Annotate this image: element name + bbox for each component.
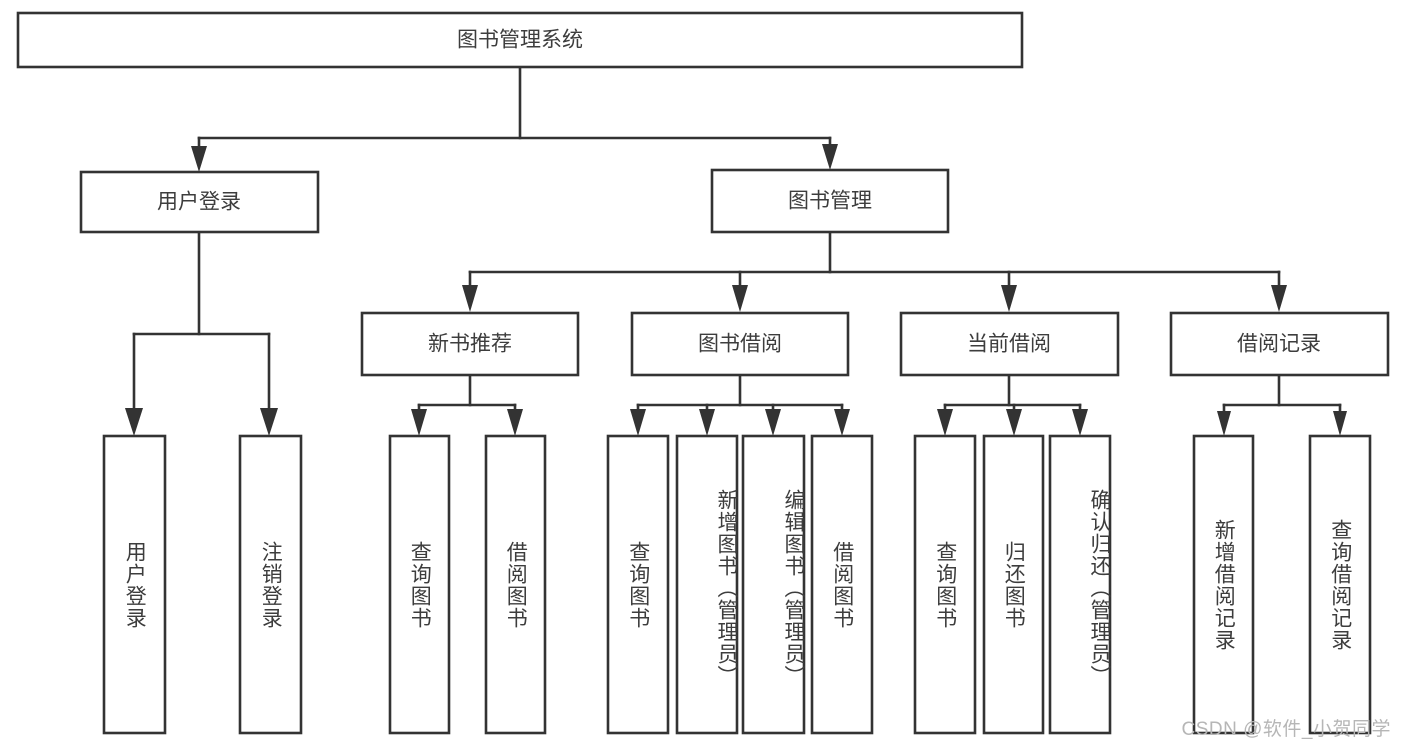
node-user-login[interactable]: 用户登录 bbox=[79, 170, 320, 234]
arrow-head-leaf-query-record bbox=[1333, 411, 1347, 436]
node-leaf-confirm-return-box[interactable] bbox=[1048, 434, 1112, 735]
arrow-head-leaf-logout-login bbox=[260, 408, 278, 436]
arrow-head-leaf-query-book-2 bbox=[630, 409, 646, 436]
arrow-head-leaf-return-book bbox=[1006, 409, 1022, 436]
node-root-label: 图书管理系统 bbox=[457, 29, 583, 52]
node-new-book-recommend-label: 新书推荐 bbox=[428, 333, 512, 356]
node-current-borrow-box[interactable] bbox=[899, 311, 1120, 377]
connector-group-current-borrow bbox=[937, 373, 1088, 436]
node-book-borrow[interactable]: 图书借阅 bbox=[630, 311, 850, 377]
arrow-head-leaf-borrow-book-1 bbox=[507, 409, 523, 436]
node-borrow-record-box[interactable] bbox=[1169, 311, 1390, 377]
node-root-system[interactable]: 图书管理系统 bbox=[16, 11, 1024, 69]
node-book-borrow-box[interactable] bbox=[630, 311, 850, 377]
node-leaf-add-record-box[interactable] bbox=[1192, 434, 1255, 735]
node-leaf-query-book-1-box[interactable] bbox=[388, 434, 451, 735]
connector-group-new-book-recommend bbox=[411, 373, 523, 436]
connector-group-book-borrow bbox=[630, 373, 850, 436]
arrow-head-leaf-confirm-return bbox=[1072, 409, 1088, 436]
arrow-head-new-book-recommend bbox=[462, 285, 478, 312]
node-leaf-query-book-2-box[interactable] bbox=[606, 434, 670, 735]
node-borrow-record[interactable]: 借阅记录 bbox=[1169, 311, 1390, 377]
node-leaf-logout-login-box[interactable] bbox=[238, 434, 303, 735]
arrow-head-current-borrow bbox=[1001, 285, 1017, 312]
node-new-book-recommend[interactable]: 新书推荐 bbox=[360, 311, 580, 377]
arrow-head-user-login bbox=[191, 146, 207, 172]
connector-group-root bbox=[191, 65, 838, 172]
arrow-head-leaf-add-book bbox=[699, 409, 715, 436]
node-book-management-label: 图书管理 bbox=[788, 190, 872, 213]
arrow-head-leaf-add-record bbox=[1217, 411, 1231, 436]
node-current-borrow[interactable]: 当前借阅 bbox=[899, 311, 1120, 377]
node-leaf-borrow-book-1-box[interactable] bbox=[484, 434, 547, 735]
connector-group-borrow-record bbox=[1217, 373, 1347, 436]
node-leaf-borrow-book-2-box[interactable] bbox=[810, 434, 874, 735]
node-current-borrow-label: 当前借阅 bbox=[967, 333, 1051, 356]
connector-group-user-login bbox=[125, 230, 278, 436]
arrow-head-book-borrow bbox=[732, 285, 748, 312]
node-borrow-record-label: 借阅记录 bbox=[1237, 333, 1321, 356]
node-leaf-return-book-box[interactable] bbox=[982, 434, 1045, 735]
arrow-head-leaf-borrow-book-2 bbox=[834, 409, 850, 436]
node-book-management-box[interactable] bbox=[710, 168, 950, 234]
arrow-head-borrow-record bbox=[1271, 285, 1287, 312]
arrow-head-leaf-query-book-1 bbox=[411, 409, 427, 436]
node-book-management[interactable]: 图书管理 bbox=[710, 168, 950, 234]
node-leaf-query-book-3-box[interactable] bbox=[913, 434, 977, 735]
node-leaf-query-record-box[interactable] bbox=[1308, 434, 1372, 735]
connector-group-book-management bbox=[462, 230, 1287, 312]
node-user-login-box[interactable] bbox=[79, 170, 320, 234]
arrow-head-leaf-edit-book bbox=[765, 409, 781, 436]
node-new-book-recommend-box[interactable] bbox=[360, 311, 580, 377]
arrow-head-leaf-user-login bbox=[125, 408, 143, 436]
node-leaf-edit-book-box[interactable] bbox=[741, 434, 806, 735]
node-user-login-label: 用户登录 bbox=[157, 191, 241, 214]
node-root-box[interactable] bbox=[16, 11, 1024, 69]
node-leaf-user-login-box[interactable] bbox=[102, 434, 167, 735]
node-leaf-add-book-box[interactable] bbox=[675, 434, 739, 735]
arrow-head-book-management bbox=[822, 144, 838, 170]
arrow-head-leaf-query-book-3 bbox=[937, 409, 953, 436]
node-book-borrow-label: 图书借阅 bbox=[698, 333, 782, 356]
csdn-watermark: CSDN @软件_小贺同学 bbox=[1181, 719, 1391, 740]
